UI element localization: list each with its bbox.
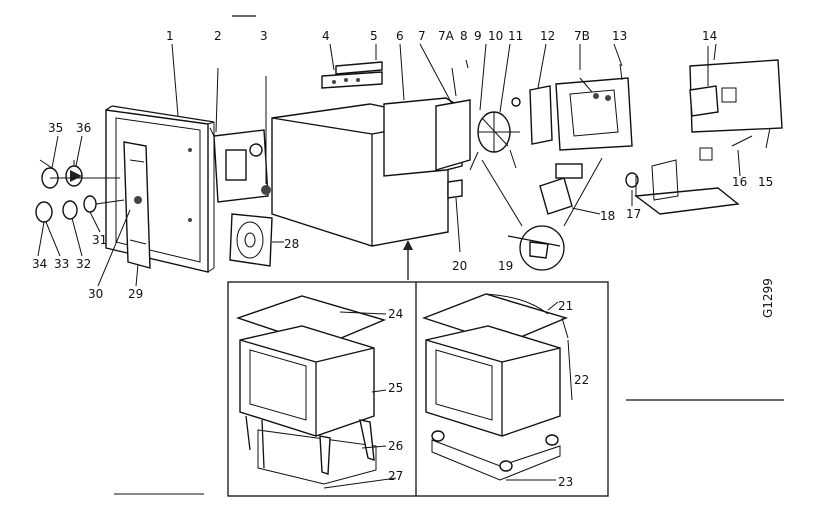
side-code: G1299 <box>761 278 775 318</box>
label-9: 9 <box>474 29 482 43</box>
label-16: 16 <box>732 175 747 189</box>
leader-lines <box>37 43 741 287</box>
part-top-rail <box>321 43 383 89</box>
label-7: 7 <box>418 29 426 43</box>
part-control-assembly <box>539 163 601 215</box>
label-24: 24 <box>388 307 403 321</box>
label-32: 32 <box>76 257 91 271</box>
label-1: 1 <box>166 29 174 43</box>
cabinet-variant-box <box>227 281 609 497</box>
label-13: 13 <box>612 29 627 43</box>
label-7b: 7B <box>574 29 590 43</box>
label-17: 17 <box>626 207 641 221</box>
label-18: 18 <box>600 209 615 223</box>
label-20: 20 <box>452 259 467 273</box>
label-28: 28 <box>284 237 299 251</box>
label-8: 8 <box>460 29 468 43</box>
part-back-board <box>689 46 783 149</box>
part-speaker-plate <box>229 213 284 267</box>
label-11: 11 <box>508 29 523 43</box>
label-35: 35 <box>48 121 63 135</box>
part-clip-20 <box>447 179 463 253</box>
label-6: 6 <box>396 29 404 43</box>
part-detail-19 <box>481 157 603 271</box>
label-25: 25 <box>388 381 403 395</box>
label-30: 30 <box>88 287 103 301</box>
label-10: 10 <box>488 29 503 43</box>
label-14: 14 <box>702 29 717 43</box>
part-picture-tube <box>383 43 521 177</box>
label-15: 15 <box>758 175 773 189</box>
label-31: 31 <box>92 233 107 247</box>
part-chassis <box>625 147 740 215</box>
label-3: 3 <box>260 29 268 43</box>
label-2: 2 <box>214 29 222 43</box>
label-27: 27 <box>388 469 403 483</box>
label-26: 26 <box>388 439 403 453</box>
part-bracket-2 <box>209 67 271 203</box>
part-control-strip <box>123 141 151 269</box>
label-36: 36 <box>76 121 91 135</box>
label-4: 4 <box>322 29 330 43</box>
label-7a: 7A <box>438 29 455 43</box>
label-33: 33 <box>54 257 69 271</box>
label-23: 23 <box>558 475 573 489</box>
label-21: 21 <box>558 299 573 313</box>
part-knob-set <box>35 159 125 223</box>
label-5: 5 <box>370 29 378 43</box>
assembly-arrow <box>403 240 413 280</box>
part-yoke-housing <box>529 43 633 151</box>
label-12: 12 <box>540 29 555 43</box>
part-front-frame <box>105 105 215 273</box>
label-34: 34 <box>32 257 47 271</box>
label-19: 19 <box>498 259 513 273</box>
label-22: 22 <box>574 373 589 387</box>
label-29: 29 <box>128 287 143 301</box>
